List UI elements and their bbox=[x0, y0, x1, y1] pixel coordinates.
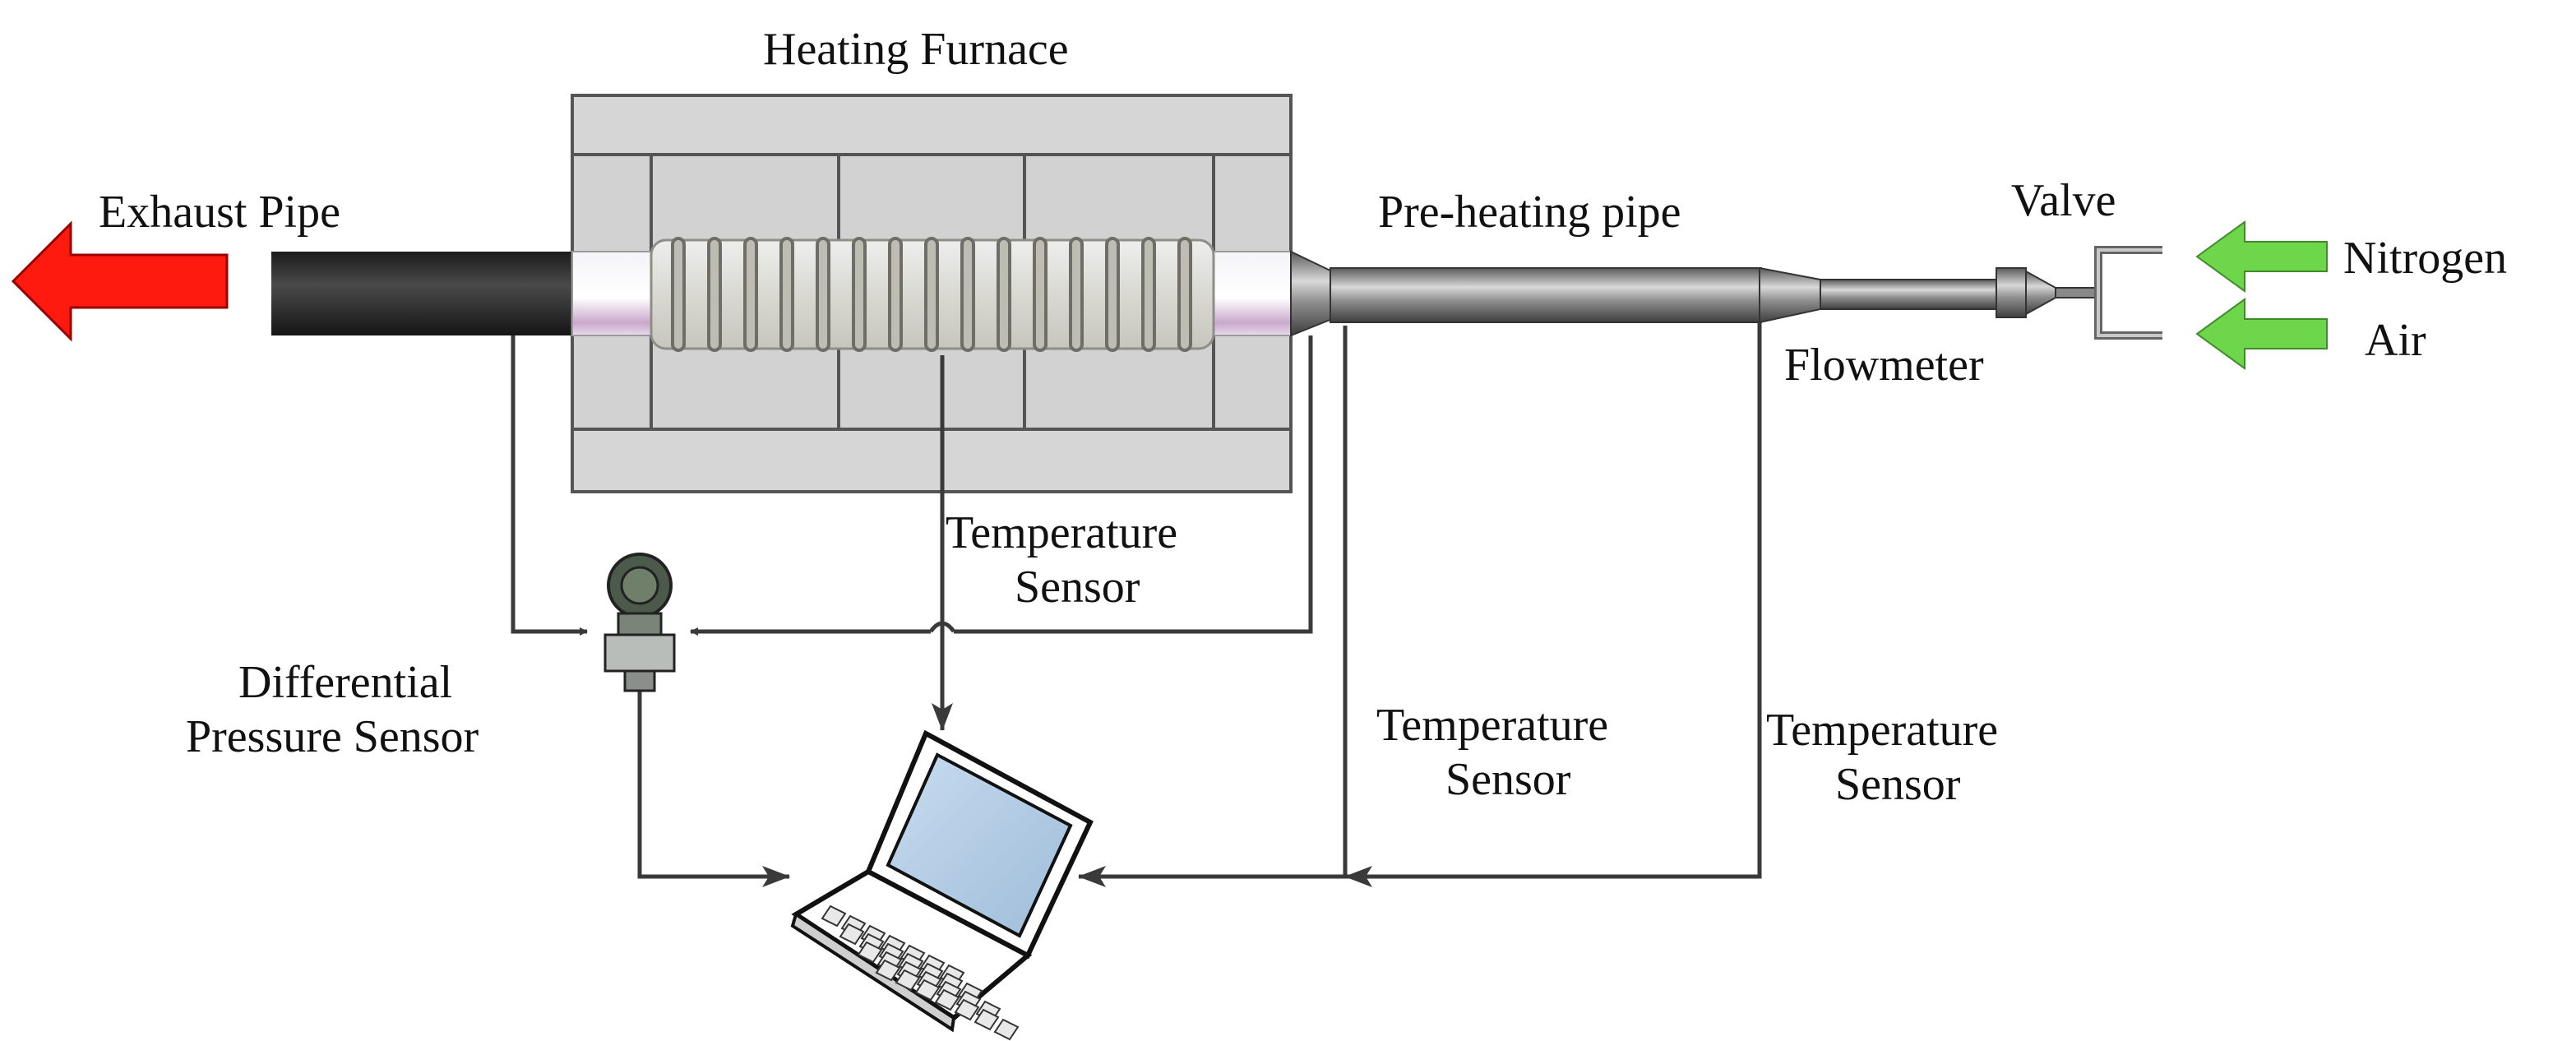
coil-ring bbox=[1177, 237, 1192, 352]
laptop-key bbox=[857, 941, 883, 964]
valve-icon bbox=[1996, 246, 2162, 340]
laptop-key bbox=[954, 998, 980, 1021]
pre-heating-pipe-label: Pre-heating pipe bbox=[1378, 187, 1681, 238]
air-inlet-arrow-icon bbox=[2195, 298, 2328, 370]
heating-furnace-label: Heating Furnace bbox=[763, 24, 1069, 75]
laptop-key bbox=[875, 959, 901, 982]
temperature-sensor-mid-line2: Sensor bbox=[1445, 754, 1571, 805]
coil-ring bbox=[779, 237, 794, 352]
pre-heating-pipe-icon bbox=[1330, 267, 1762, 323]
coil-ring bbox=[707, 237, 722, 352]
laptop-key bbox=[993, 1018, 1020, 1041]
coil-ring bbox=[960, 237, 975, 352]
temperature-sensor-right-line1: Temperature bbox=[1766, 705, 1998, 756]
laptop-key bbox=[974, 1008, 1000, 1031]
laptop-key bbox=[934, 988, 960, 1011]
furnace-outlet-cone bbox=[1290, 250, 1333, 337]
temperature-sensor-right-label: Temperature Sensor bbox=[1766, 705, 2009, 810]
temperature-sensor-mid-label: Temperature Sensor bbox=[1376, 700, 1620, 805]
temperature-sensor-right-line2: Sensor bbox=[1835, 759, 1961, 810]
pipe-taper bbox=[1759, 266, 1821, 324]
exhaust-arrow-icon bbox=[11, 220, 229, 342]
temperature-sensor-furnace-line1: Temperature bbox=[946, 507, 1177, 558]
laptop-key bbox=[914, 979, 941, 1002]
laptop-key bbox=[839, 923, 865, 946]
differential-pressure-sensor-line1: Differential bbox=[238, 657, 452, 708]
signal-wires bbox=[511, 322, 1762, 887]
laptop-key bbox=[895, 969, 921, 992]
coil-ring bbox=[743, 237, 758, 352]
flowmeter-label: Flowmeter bbox=[1784, 340, 1984, 391]
coil-ring bbox=[671, 237, 686, 352]
exhaust-pipe-icon bbox=[271, 252, 576, 335]
differential-pressure-sensor-line2: Pressure Sensor bbox=[186, 711, 479, 762]
coil-ring bbox=[816, 237, 830, 352]
coil-ring bbox=[1141, 237, 1156, 352]
heating-coil-icon bbox=[650, 237, 1215, 352]
nitrogen-label: Nitrogen bbox=[2343, 233, 2507, 284]
flowmeter-icon bbox=[1820, 279, 2000, 310]
coil-ring bbox=[1105, 237, 1120, 352]
coil-ring bbox=[852, 237, 867, 352]
laptop-icon bbox=[790, 729, 1094, 1041]
coil-ring bbox=[888, 237, 903, 352]
laptop-key bbox=[821, 905, 847, 928]
coil-ring bbox=[1033, 237, 1048, 352]
differential-pressure-sensor-icon bbox=[604, 553, 676, 692]
coil-ring bbox=[1069, 237, 1084, 352]
nitrogen-inlet-arrow-icon bbox=[2195, 220, 2328, 293]
temperature-sensor-furnace-line2: Sensor bbox=[1015, 562, 1140, 613]
differential-pressure-sensor-label: Differential Pressure Sensor bbox=[186, 657, 479, 762]
air-label: Air bbox=[2365, 315, 2426, 366]
valve-label: Valve bbox=[2011, 175, 2116, 226]
coil-ring bbox=[997, 237, 1011, 352]
coil-ring bbox=[924, 237, 939, 352]
exhaust-pipe-label: Exhaust Pipe bbox=[99, 187, 340, 238]
temperature-sensor-mid-line1: Temperature bbox=[1376, 700, 1608, 751]
temperature-sensor-furnace-label: Temperature Sensor bbox=[946, 507, 1189, 613]
